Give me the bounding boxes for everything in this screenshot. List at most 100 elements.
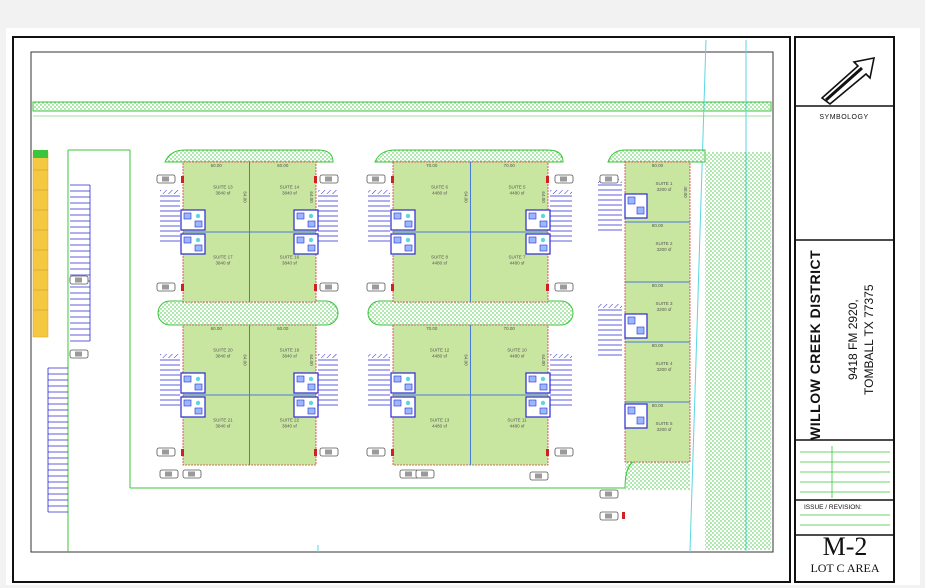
fixture <box>195 237 201 243</box>
car <box>366 447 386 457</box>
suite-label: SUITE 4 <box>655 361 673 366</box>
suite-area: 4480 sf <box>510 191 526 196</box>
revision-lines <box>800 446 890 526</box>
property-lines <box>317 39 747 553</box>
car-window <box>165 471 172 477</box>
car-window <box>325 449 332 455</box>
suite-area: 3840 sf <box>216 191 232 196</box>
hatched-curb <box>318 190 338 194</box>
car <box>69 275 89 285</box>
suite-label: SUITE 2 <box>655 241 673 246</box>
car-window <box>605 513 612 519</box>
car <box>319 282 339 292</box>
car <box>554 447 574 457</box>
bollard <box>546 176 549 183</box>
car <box>599 511 619 521</box>
suite-area: 3200 sf <box>657 367 673 372</box>
suite-area: 3840 sf <box>282 354 298 359</box>
bollard <box>391 176 394 183</box>
parking-stalls <box>47 179 622 513</box>
width-dimension: 80.00 <box>652 283 664 288</box>
bollard <box>391 284 394 291</box>
car-window <box>605 491 612 497</box>
fixture <box>194 220 203 228</box>
bollard <box>181 284 184 291</box>
car <box>599 489 619 499</box>
fixture <box>405 400 411 406</box>
suite-label: SUITE 1 <box>655 181 673 186</box>
bollard <box>181 176 184 183</box>
sheet-subtitle: LOT C AREA <box>810 561 880 575</box>
suite-label: SUITE 8 <box>431 255 449 260</box>
fixture <box>627 316 636 325</box>
fixture <box>307 244 316 252</box>
bollard <box>181 449 184 456</box>
suite-area: 3840 sf <box>282 424 298 429</box>
car <box>366 282 386 292</box>
restroom-core <box>390 372 416 394</box>
car-window <box>372 449 379 455</box>
site-road <box>67 149 641 552</box>
fixture <box>308 237 314 243</box>
suite-area: 4480 sf <box>510 261 526 266</box>
fixture <box>183 236 192 244</box>
car <box>156 282 176 292</box>
restroom-core <box>390 396 416 418</box>
landscape-zone-east <box>705 152 771 550</box>
hatched-curb <box>550 354 572 358</box>
car-window <box>372 284 379 290</box>
width-dimension: 70.00 <box>426 326 438 331</box>
fixture <box>539 407 548 415</box>
fixture <box>528 375 537 383</box>
fixture <box>528 212 537 220</box>
fixture <box>307 383 316 391</box>
width-dimension: 80.00 <box>652 163 664 168</box>
hatched-curb <box>160 354 180 358</box>
fixture <box>296 399 305 407</box>
suite-area: 3840 sf <box>216 354 232 359</box>
restroom-core <box>525 233 551 255</box>
depth-dimension: 64.00 <box>541 191 546 203</box>
width-dimension: 60.00 <box>211 163 223 168</box>
car <box>319 447 339 457</box>
restroom-core <box>180 372 206 394</box>
sheet-number: M-2 <box>822 532 868 561</box>
fixture <box>195 400 201 406</box>
suite-label: SUITE 16 <box>280 255 300 260</box>
car-window <box>162 176 169 182</box>
bollard <box>314 176 317 183</box>
suite-label: SUITE 5 <box>655 421 673 426</box>
fixture <box>636 326 645 335</box>
fixture <box>636 206 645 215</box>
restroom-core <box>525 396 551 418</box>
restroom-core <box>525 209 551 231</box>
bollard <box>546 449 549 456</box>
suite-label: SUITE 17 <box>213 255 233 260</box>
car <box>159 469 179 479</box>
suite-area: 3840 sf <box>216 424 232 429</box>
suite-area: 3200 sf <box>657 307 673 312</box>
restroom-core <box>624 193 648 219</box>
car-window <box>560 176 567 182</box>
car-window <box>75 351 82 357</box>
restroom-core <box>293 209 319 231</box>
fixture <box>195 213 201 219</box>
suite-area: 3200 sf <box>657 187 673 192</box>
fixture <box>627 196 636 205</box>
hatched-curb <box>318 354 338 358</box>
width-dimension: 80.00 <box>652 223 664 228</box>
restroom-core <box>293 396 319 418</box>
car <box>554 282 574 292</box>
suite-label: SUITE 3 <box>655 301 673 306</box>
hatched-curb <box>550 190 572 194</box>
suite-area: 3840 sf <box>216 261 232 266</box>
fixture <box>393 236 402 244</box>
fixture <box>540 376 546 382</box>
fixture <box>404 383 413 391</box>
fixture <box>540 400 546 406</box>
outer-border <box>12 36 791 583</box>
car-window <box>372 176 379 182</box>
